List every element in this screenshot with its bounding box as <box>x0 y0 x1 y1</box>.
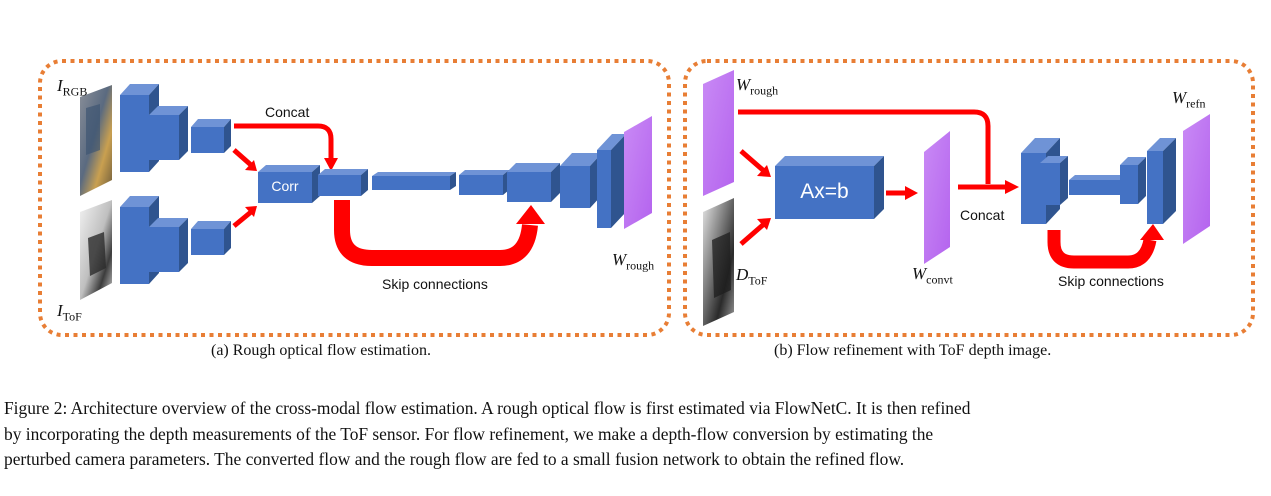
decoder-blocks <box>507 134 626 228</box>
skip-connection-arrow-b <box>1047 224 1164 269</box>
skip-connection-arrow-a <box>334 200 545 266</box>
arrow-to-corr-top <box>232 148 257 171</box>
label-w-convt: Wconvt <box>912 264 953 287</box>
panel-a-frame <box>38 59 671 337</box>
fusion-encoder-blocks <box>1021 138 1126 224</box>
label-w-refn: Wrefn <box>1172 88 1206 111</box>
axb-block <box>775 156 884 219</box>
encoder-bottom <box>120 196 231 284</box>
w-convt-map <box>924 131 950 264</box>
fusion-decoder-blocks <box>1120 138 1176 224</box>
label-w-rough-a: Wrough <box>612 250 655 273</box>
w-rough-output-map <box>624 116 652 229</box>
label-concat-b: Concat <box>960 207 1005 223</box>
encoder-top <box>120 84 231 172</box>
figure-caption-line: by incorporating the depth measurements … <box>4 423 934 444</box>
rgb-input-image <box>80 85 112 196</box>
label-d-tof: DToF <box>736 265 768 288</box>
label-corr: Corr <box>271 178 299 194</box>
encoder-middle-blocks <box>318 169 509 196</box>
caption-panel-b: (b) Flow refinement with ToF depth image… <box>774 342 1052 359</box>
arrow-to-axb-bottom <box>739 218 771 246</box>
w-refn-output-map <box>1183 114 1210 244</box>
arrow-to-axb-top <box>739 149 771 177</box>
w-rough-input-map <box>703 70 734 196</box>
label-w-rough-b: Wrough <box>736 75 779 98</box>
caption-panel-a: (a) Rough optical flow estimation. <box>211 342 431 359</box>
depth-input-image <box>703 198 734 326</box>
label-skip-connections-b: Skip connections <box>1058 273 1164 289</box>
architecture-figure <box>38 59 1255 337</box>
panel-b-frame <box>683 59 1255 337</box>
figure-caption-line: perturbed camera parameters. The convert… <box>4 449 905 469</box>
label-concat-a: Concat <box>265 104 310 120</box>
label-i-rgb: IRGB <box>57 76 88 99</box>
tof-input-image <box>80 200 112 300</box>
corr-block <box>258 165 320 203</box>
label-i-tof: IToF <box>57 301 82 324</box>
label-axb: Ax=b <box>800 180 849 203</box>
arrow-to-w-convt <box>886 186 918 200</box>
figure-caption-line: Figure 2: Architecture overview of the c… <box>4 398 971 418</box>
figure-caption: Figure 2: Architecture overview of the c… <box>4 396 1266 473</box>
concat-arrow-b <box>738 109 1019 194</box>
arrow-to-corr-bottom <box>232 206 257 228</box>
concat-arrow-a <box>234 123 338 171</box>
label-skip-connections-a: Skip connections <box>382 276 488 292</box>
